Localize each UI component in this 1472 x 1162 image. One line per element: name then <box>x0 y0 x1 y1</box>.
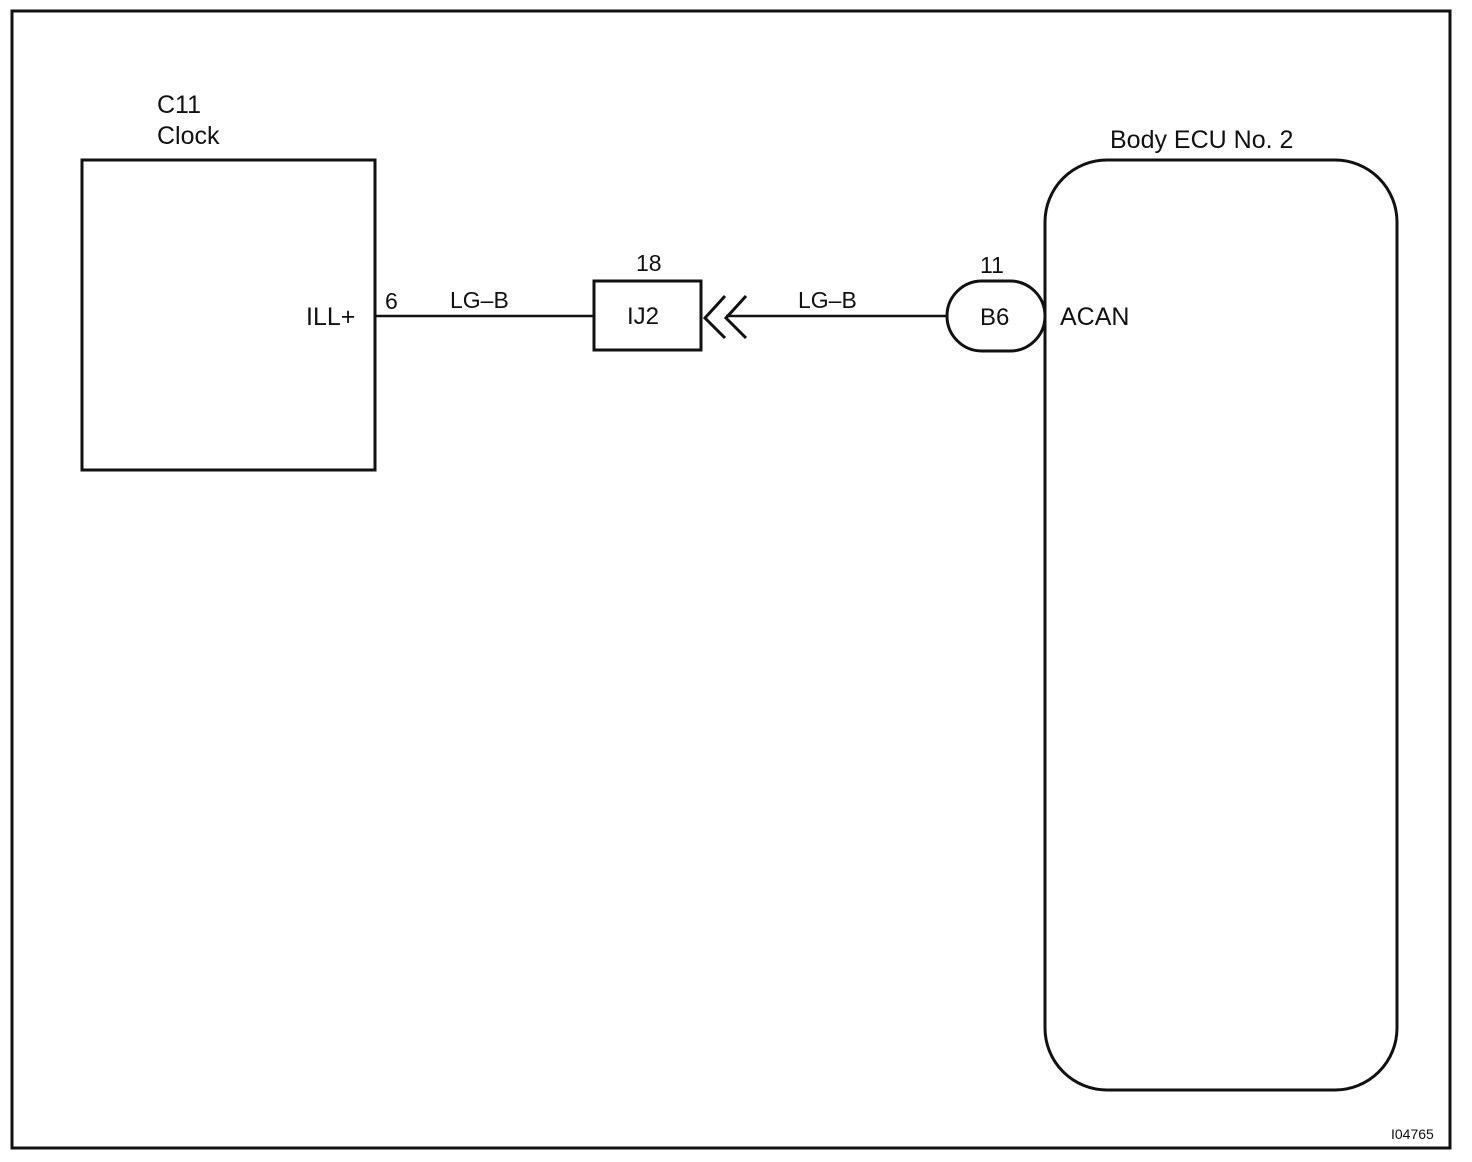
ecu-name: Body ECU No. 2 <box>1110 126 1293 154</box>
ecu-box <box>1043 158 1399 1092</box>
junction-pin-number: 18 <box>636 250 662 276</box>
ecu-connector-pin-number: 11 <box>980 252 1004 278</box>
wire-right-color-code: LG–B <box>798 287 857 313</box>
figure-id: I04765 <box>1391 1126 1434 1142</box>
connector-chevron-outer <box>702 294 727 340</box>
ecu-terminal-label: ACAN <box>1060 303 1129 331</box>
junction-connector-id: IJ2 <box>627 303 659 330</box>
ecu-connector-id: B6 <box>980 304 1009 331</box>
clock-pin-number: 6 <box>385 288 398 314</box>
clock-terminal-label: ILL+ <box>306 303 355 331</box>
clock-code: C11 <box>157 91 201 119</box>
wire-left-color-code: LG–B <box>450 287 509 313</box>
diagram-frame <box>10 9 1452 1150</box>
clock-name: Clock <box>157 122 220 150</box>
connector-chevron-inner <box>723 294 748 340</box>
junction-connector-box <box>592 279 703 352</box>
